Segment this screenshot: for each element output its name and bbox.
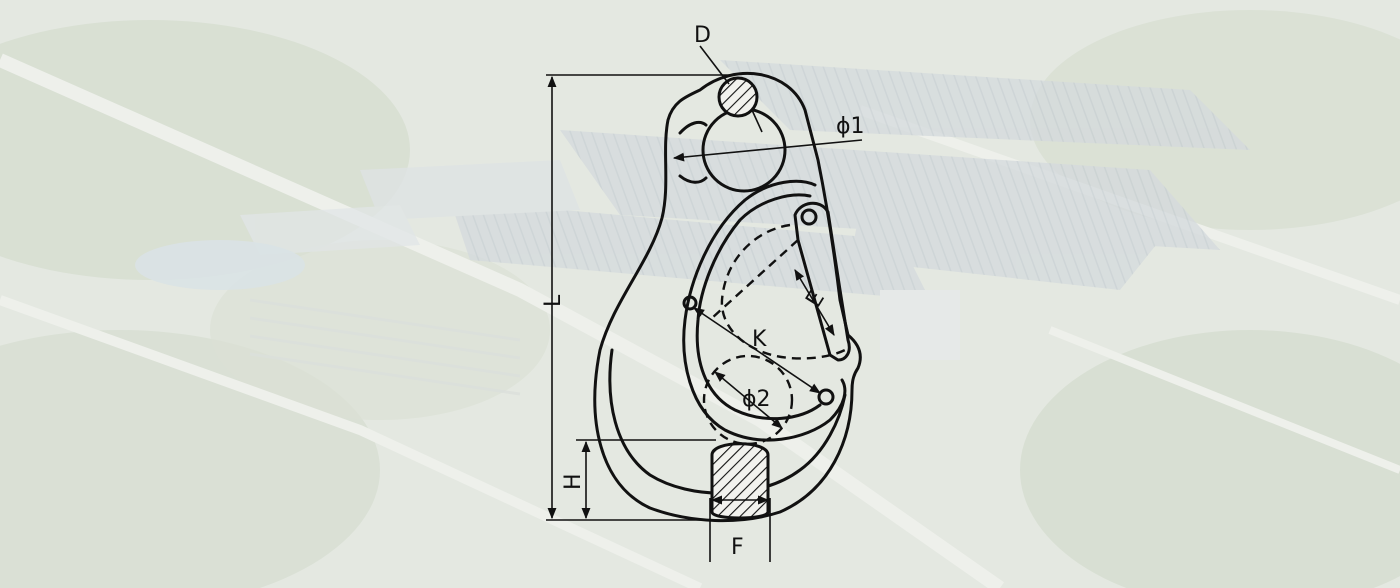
pin-cross-section [717, 76, 759, 118]
leader-phi1 [672, 139, 863, 162]
dim-k-line [693, 307, 821, 394]
label-phi1: ϕ1 [836, 114, 865, 139]
label-phi2: ϕ2 [742, 387, 771, 412]
hook-inner-throat-second [695, 193, 822, 421]
latch-spring-pin [682, 295, 698, 311]
latch-stop-pin [817, 388, 835, 406]
label-f: F [731, 535, 744, 560]
dim-e-line [794, 269, 835, 336]
safety-latch [793, 201, 851, 362]
label-k: K [752, 327, 767, 352]
label-e: E [801, 287, 830, 312]
dim-phi2-line [714, 371, 783, 429]
load-pin-dashed [702, 354, 794, 446]
latch-open-dashed [711, 239, 799, 319]
eye-groove-bottom [678, 174, 708, 184]
hook-tip-outline [608, 348, 847, 495]
label-d: D [694, 23, 711, 48]
leader-d [699, 45, 730, 85]
hook-inner-throat [682, 179, 847, 442]
label-l: L [541, 294, 566, 307]
eye-hole [701, 107, 787, 193]
link-cross-section [710, 442, 770, 520]
label-h: H [561, 473, 586, 490]
eye-groove-top [678, 120, 708, 135]
latch-pivot-pin [800, 208, 818, 226]
